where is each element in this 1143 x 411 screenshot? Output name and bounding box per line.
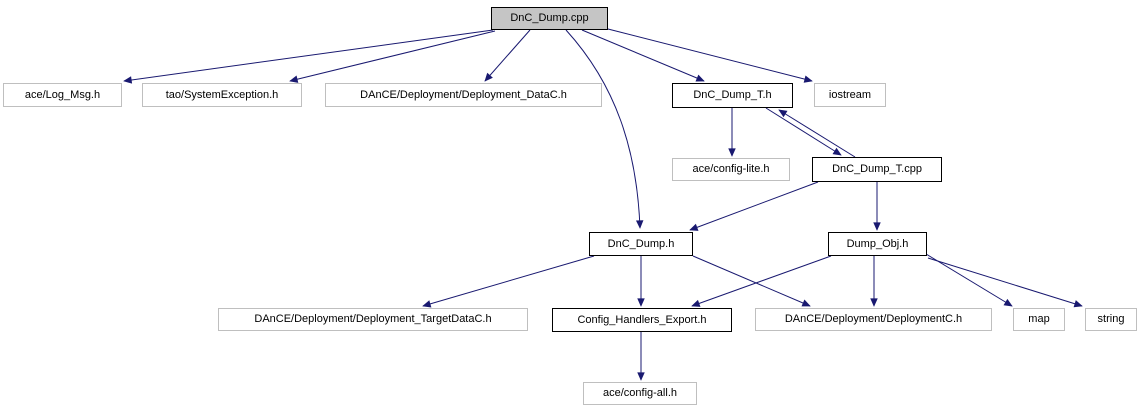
edge-dump-obj-h-to-string <box>927 257 1083 308</box>
graph-node-string: string <box>1085 308 1137 331</box>
graph-node-label: map <box>1028 313 1050 325</box>
edge-dnc-dump-cpp-to-deployment-datac-h <box>484 29 531 82</box>
edge-dnc-dump-t-h-to-dnc-dump-t-cpp <box>765 107 842 156</box>
edge-dump-obj-h-to-map <box>925 253 1013 307</box>
graph-node-dnc-dump-h[interactable]: DnC_Dump.h <box>589 232 693 256</box>
edge-dnc-dump-cpp-to-dnc-dump-t-h <box>581 29 705 82</box>
edge-dnc-dump-t-cpp-to-dnc-dump-h <box>689 181 819 231</box>
graph-node-dnc-dump-t-h[interactable]: DnC_Dump_T.h <box>672 83 793 108</box>
graph-node-label: DAnCE/Deployment/Deployment_TargetDataC.… <box>254 313 492 325</box>
graph-node-deploymentc-h: DAnCE/Deployment/DeploymentC.h <box>755 308 992 331</box>
graph-node-dnc-dump-t-cpp[interactable]: DnC_Dump_T.cpp <box>812 157 942 182</box>
graph-node-label: Config_Handlers_Export.h <box>577 313 707 326</box>
graph-node-label: DnC_Dump.h <box>607 237 675 250</box>
graph-node-label: DnC_Dump_T.cpp <box>832 163 922 175</box>
graph-node-config-handlers-export-h[interactable]: Config_Handlers_Export.h <box>552 308 732 332</box>
edge-dnc-dump-cpp-to-dnc-dump-h <box>565 29 644 229</box>
graph-node-iostream: iostream <box>814 83 886 107</box>
graph-node-label: ace/config-all.h <box>603 387 677 399</box>
graph-node-label: iostream <box>828 88 872 101</box>
graph-node-label: DnC_Dump.cpp <box>510 12 589 24</box>
graph-node-deployment-targetdatac-h: DAnCE/Deployment/Deployment_TargetDataC.… <box>218 308 528 331</box>
graph-node-label: ace/config-lite.h <box>692 163 770 175</box>
graph-node-dnc-dump-cpp: DnC_Dump.cpp <box>491 7 608 30</box>
edge-dnc-dump-cpp-to-iostream <box>607 28 813 83</box>
graph-node-label: string <box>1097 313 1125 325</box>
graph-node-label: Dump_Obj.h <box>846 237 909 250</box>
graph-node-dump-obj-h[interactable]: Dump_Obj.h <box>828 232 927 256</box>
edge-dnc-dump-t-cpp-to-dnc-dump-t-h <box>778 109 856 158</box>
edge-dnc-dump-h-to-deploymentc-h <box>692 255 811 307</box>
graph-node-label: tao/SystemException.h <box>165 88 279 101</box>
graph-node-label: DAnCE/Deployment/Deployment_DataC.h <box>360 88 567 101</box>
graph-node-map: map <box>1013 308 1065 331</box>
graph-node-ace-config-all-h: ace/config-all.h <box>583 382 697 405</box>
edge-dnc-dump-h-to-deployment-targetdatac-h <box>422 255 595 308</box>
graph-node-ace-config-lite-h: ace/config-lite.h <box>672 158 790 181</box>
graph-node-ace-log-msg-h: ace/Log_Msg.h <box>3 83 122 107</box>
graph-node-tao-systemexception-h: tao/SystemException.h <box>142 83 302 107</box>
edge-dnc-dump-cpp-to-tao-systemexception-h <box>289 30 496 83</box>
graph-node-label: DnC_Dump_T.h <box>693 89 772 101</box>
graph-node-deployment-datac-h: DAnCE/Deployment/Deployment_DataC.h <box>325 83 602 107</box>
graph-node-label: ace/Log_Msg.h <box>24 88 101 101</box>
edge-dump-obj-h-to-config-handlers-export-h <box>691 255 832 307</box>
edge-dnc-dump-cpp-to-ace-log-msg-h <box>123 29 494 84</box>
graph-node-label: DAnCE/Deployment/DeploymentC.h <box>784 313 963 325</box>
